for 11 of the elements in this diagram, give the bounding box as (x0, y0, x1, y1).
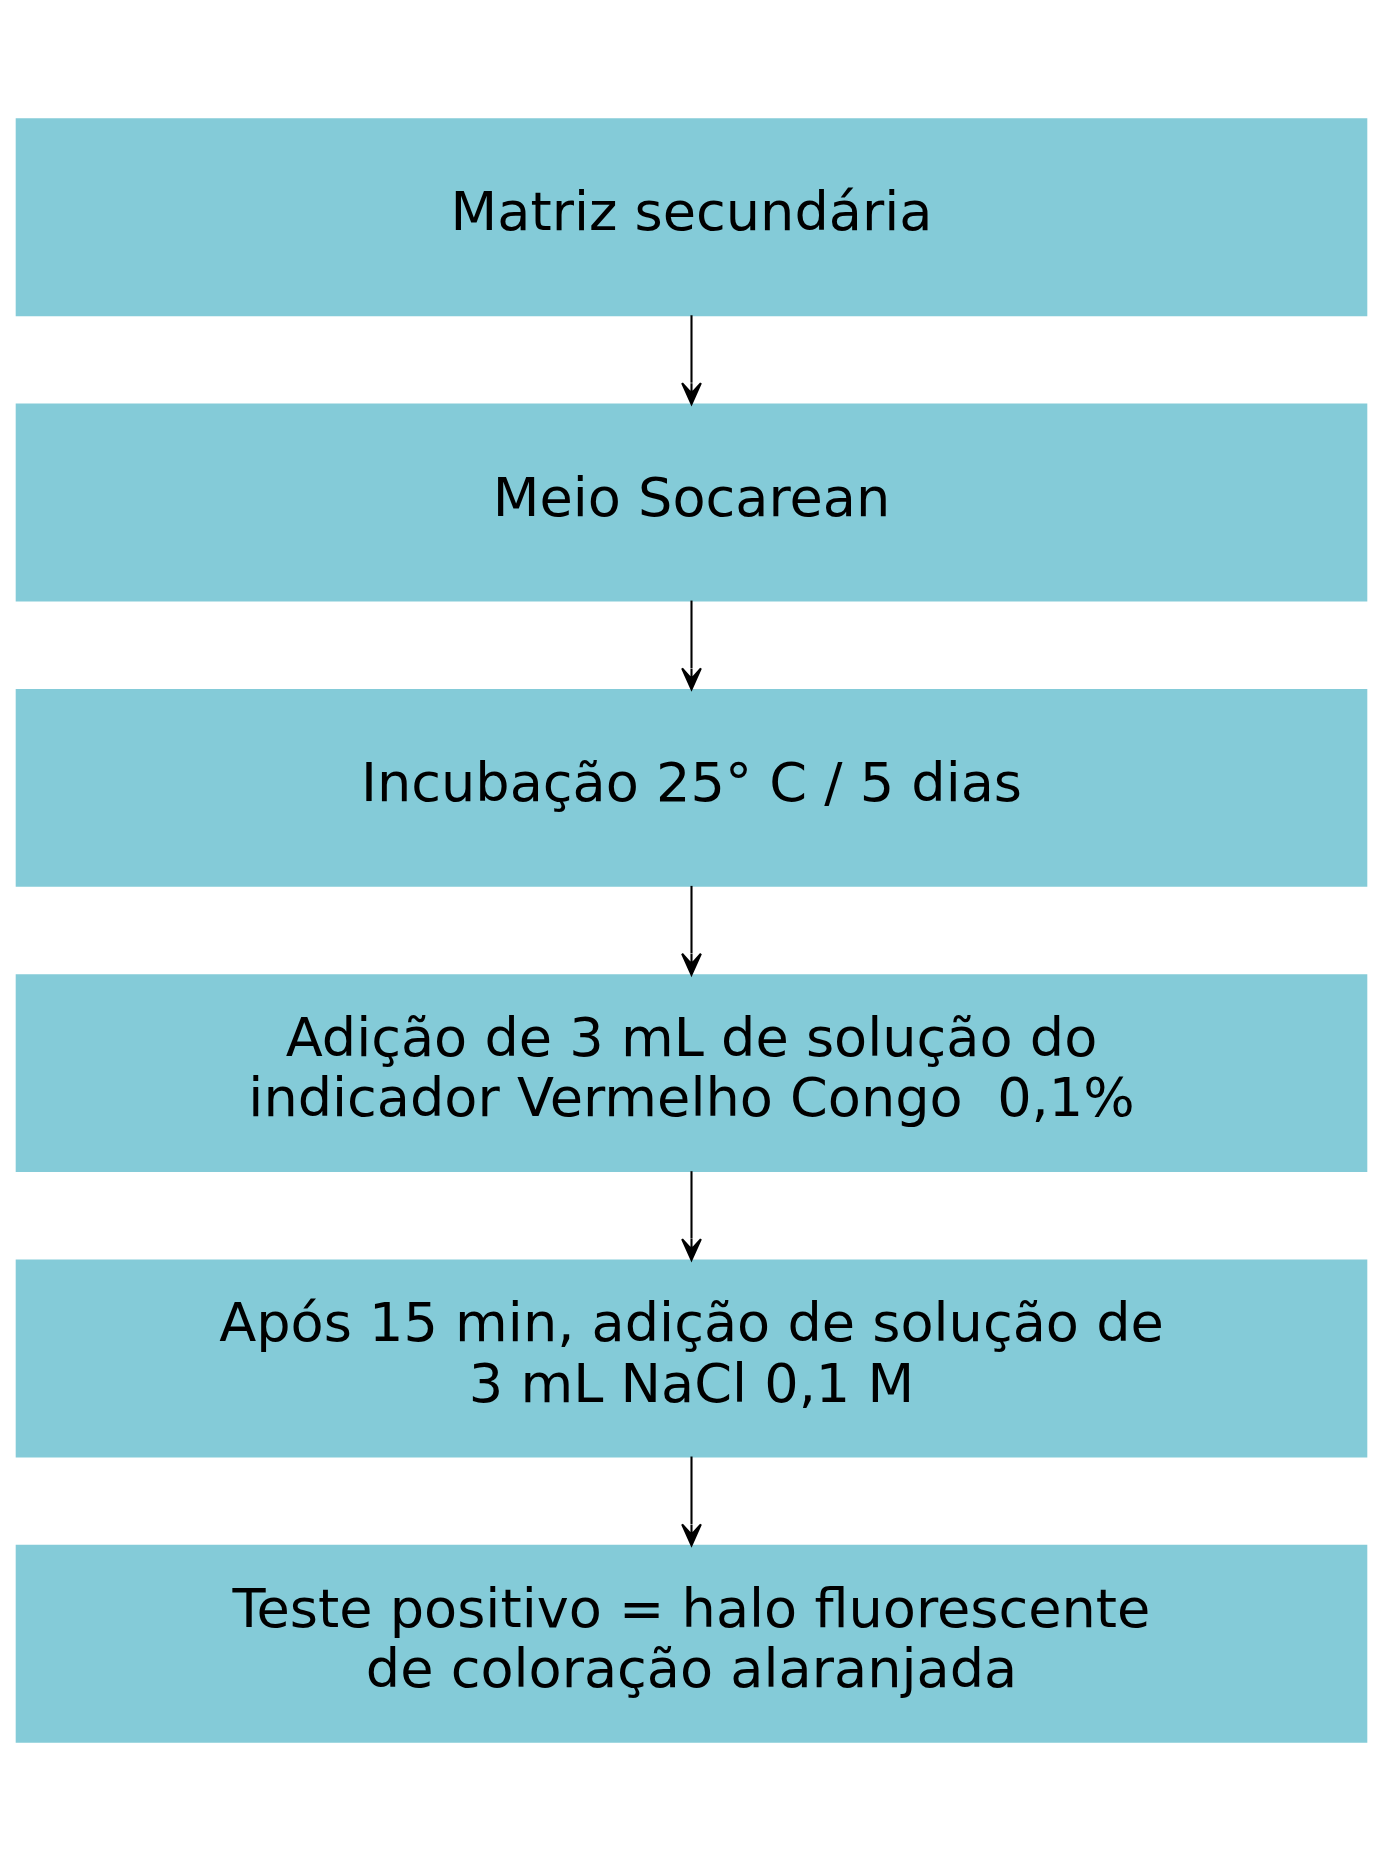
node-box: Após 15 min, adição de solução de 3 mL NaCl 0,1 M (15, 1259, 1368, 1457)
node-box: Teste positivo = halo fluorescente de coloração alaranjada (15, 1544, 1368, 1743)
arrow (681, 1170, 702, 1261)
arrow (681, 1456, 702, 1546)
node-box: Matriz secundária (15, 117, 1368, 316)
arrow (681, 885, 702, 976)
node-box: Meio Socarean (15, 403, 1368, 601)
arrow (681, 314, 702, 405)
node-box: Adição de 3 mL de solução do indicador Vermelho Congo 0,1% (15, 973, 1368, 1172)
node-box: Incubação 25° C / 5 dias (15, 688, 1368, 887)
arrow (681, 600, 702, 690)
